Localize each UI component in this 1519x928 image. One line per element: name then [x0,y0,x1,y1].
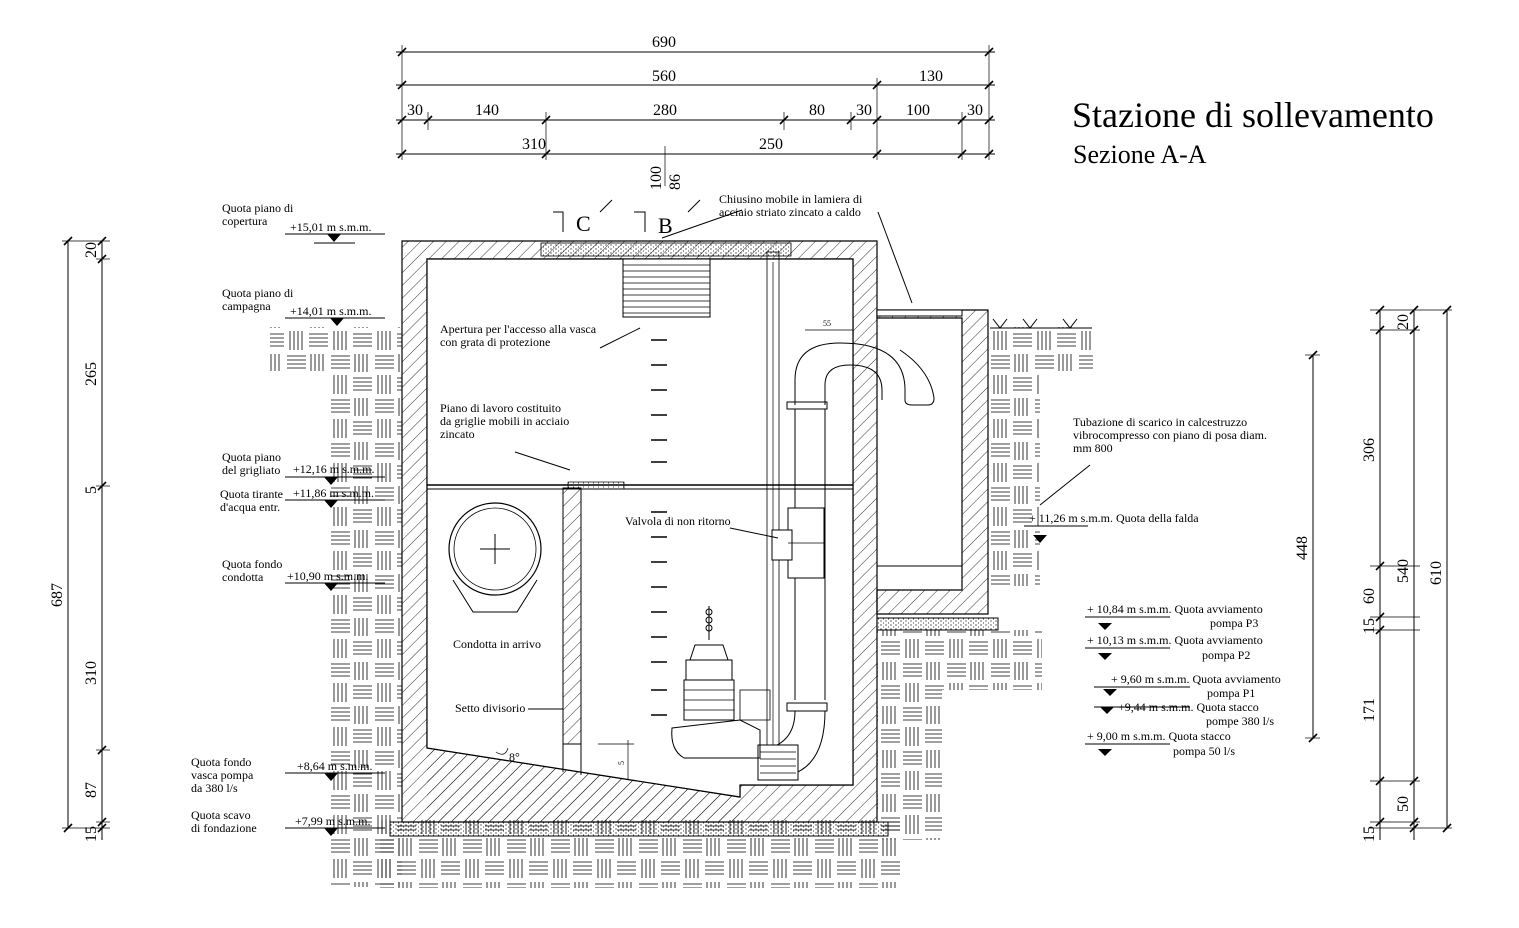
svg-text:171: 171 [1361,698,1378,722]
drawing-title: Stazione di sollevamento [1072,95,1434,135]
svg-text:+8,64 m s.m.m.: +8,64 m s.m.m. [297,759,372,773]
dim-vert-a: 100 [648,166,665,190]
svg-text:+15,01 m s.m.m.: +15,01 m s.m.m. [290,220,371,234]
svg-text:5: 5 [83,486,100,494]
svg-text:15: 15 [1361,618,1378,634]
svg-text:87: 87 [83,782,100,798]
svg-text:Tubazione di scarico in calces: Tubazione di scarico in calcestruzzovibr… [1073,415,1267,455]
dim-vert-b: 86 [667,174,684,190]
dim-row3-d: 80 [809,102,825,119]
svg-text:+ 10,13 m s.m.m. Quota avviame: + 10,13 m s.m.m. Quota avviamento [1087,633,1263,647]
section-markers: C B [553,199,701,238]
svg-text:pompa 50 l/s: pompa 50 l/s [1173,744,1235,758]
drawing-subtitle: Sezione A-A [1073,140,1207,169]
dim-row3-a: 30 [407,102,423,119]
svg-text:55: 55 [823,319,831,328]
ground-markers [990,318,1092,329]
svg-text:pompa P2: pompa P2 [1202,648,1250,662]
pump [671,606,771,759]
small-dim: 5 55 [598,319,853,780]
svg-text:8°: 8° [509,750,520,764]
svg-text:Condotta in arrivo: Condotta in arrivo [453,637,541,651]
dim-row3-e: 30 [856,102,872,119]
svg-text:+ 10,84 m s.m.m. Quota avviame: + 10,84 m s.m.m. Quota avviamento [1087,602,1263,616]
svg-text:448: 448 [1294,536,1311,560]
soil-right [877,327,1093,840]
ladder [651,339,667,716]
dim-row3-c: 280 [653,102,677,119]
svg-text:5: 5 [617,761,626,765]
svg-text:pompa P1: pompa P1 [1207,686,1255,700]
svg-text:Setto divisorio: Setto divisorio [455,701,525,715]
svg-text:50: 50 [1395,796,1412,812]
svg-text:60: 60 [1361,588,1378,604]
section-b-label: B [658,213,673,238]
dim-row3-f: 100 [906,102,930,119]
svg-text:pompe 380 l/s: pompe 380 l/s [1206,714,1274,728]
section-c-label: C [576,211,591,236]
dim-row3-b: 140 [475,102,499,119]
inlet-pipe [448,502,542,613]
left-dimensions: 687 20 265 5 310 87 15 [49,236,110,842]
svg-text:540: 540 [1395,559,1412,583]
svg-text:+7,99 m s.m.m.: +7,99 m s.m.m. [295,814,370,828]
right-levels: + 11,26 m s.m.m. Quota della falda + 10,… [1024,511,1281,758]
svg-text:265: 265 [83,362,100,386]
dim-right: 130 [919,68,943,85]
svg-text:20: 20 [1395,314,1412,330]
dim-main: 560 [652,68,676,85]
svg-text:20: 20 [83,242,100,258]
svg-text:310: 310 [83,661,100,685]
svg-text:687: 687 [49,583,66,607]
svg-text:+ 11,26 m s.m.m. Quota della f: + 11,26 m s.m.m. Quota della falda [1029,511,1199,525]
svg-text:610: 610 [1428,561,1445,585]
dim-row3-g: 30 [967,102,983,119]
structure-walls [389,240,999,837]
dim-row4-a: 310 [522,136,546,153]
svg-text:+10,90 m s.m.m.: +10,90 m s.m.m. [287,569,368,583]
svg-text:306: 306 [1361,438,1378,462]
discharge-pipe [757,251,935,781]
svg-text:pompa P3: pompa P3 [1210,616,1258,630]
svg-text:+11,86 m s.m.m.: +11,86 m s.m.m. [293,486,374,500]
dim-row4-b: 250 [759,136,783,153]
top-dimensions: 690 560 130 30 140 280 80 30 100 30 310 … [396,34,995,190]
svg-text:+ 9,60 m s.m.m. Quota avviam: + 9,60 m s.m.m. Quota avviamento [1111,672,1281,686]
dim-total: 690 [652,34,676,51]
svg-text:+12,16 m s.m.m.: +12,16 m s.m.m. [293,462,374,476]
svg-text:15: 15 [83,826,100,842]
svg-text:+ 9,00 m s.m.m. Quota stacco: + 9,00 m s.m.m. Quota stacco [1087,729,1231,743]
svg-text:15: 15 [1361,826,1378,842]
svg-text:Valvola di non ritorno: Valvola di non ritorno [625,514,731,528]
svg-text:+14,01 m s.m.m.: +14,01 m s.m.m. [290,304,371,318]
right-dimensions: 448 306 60 15 171 15 20 540 50 610 [1294,305,1452,842]
